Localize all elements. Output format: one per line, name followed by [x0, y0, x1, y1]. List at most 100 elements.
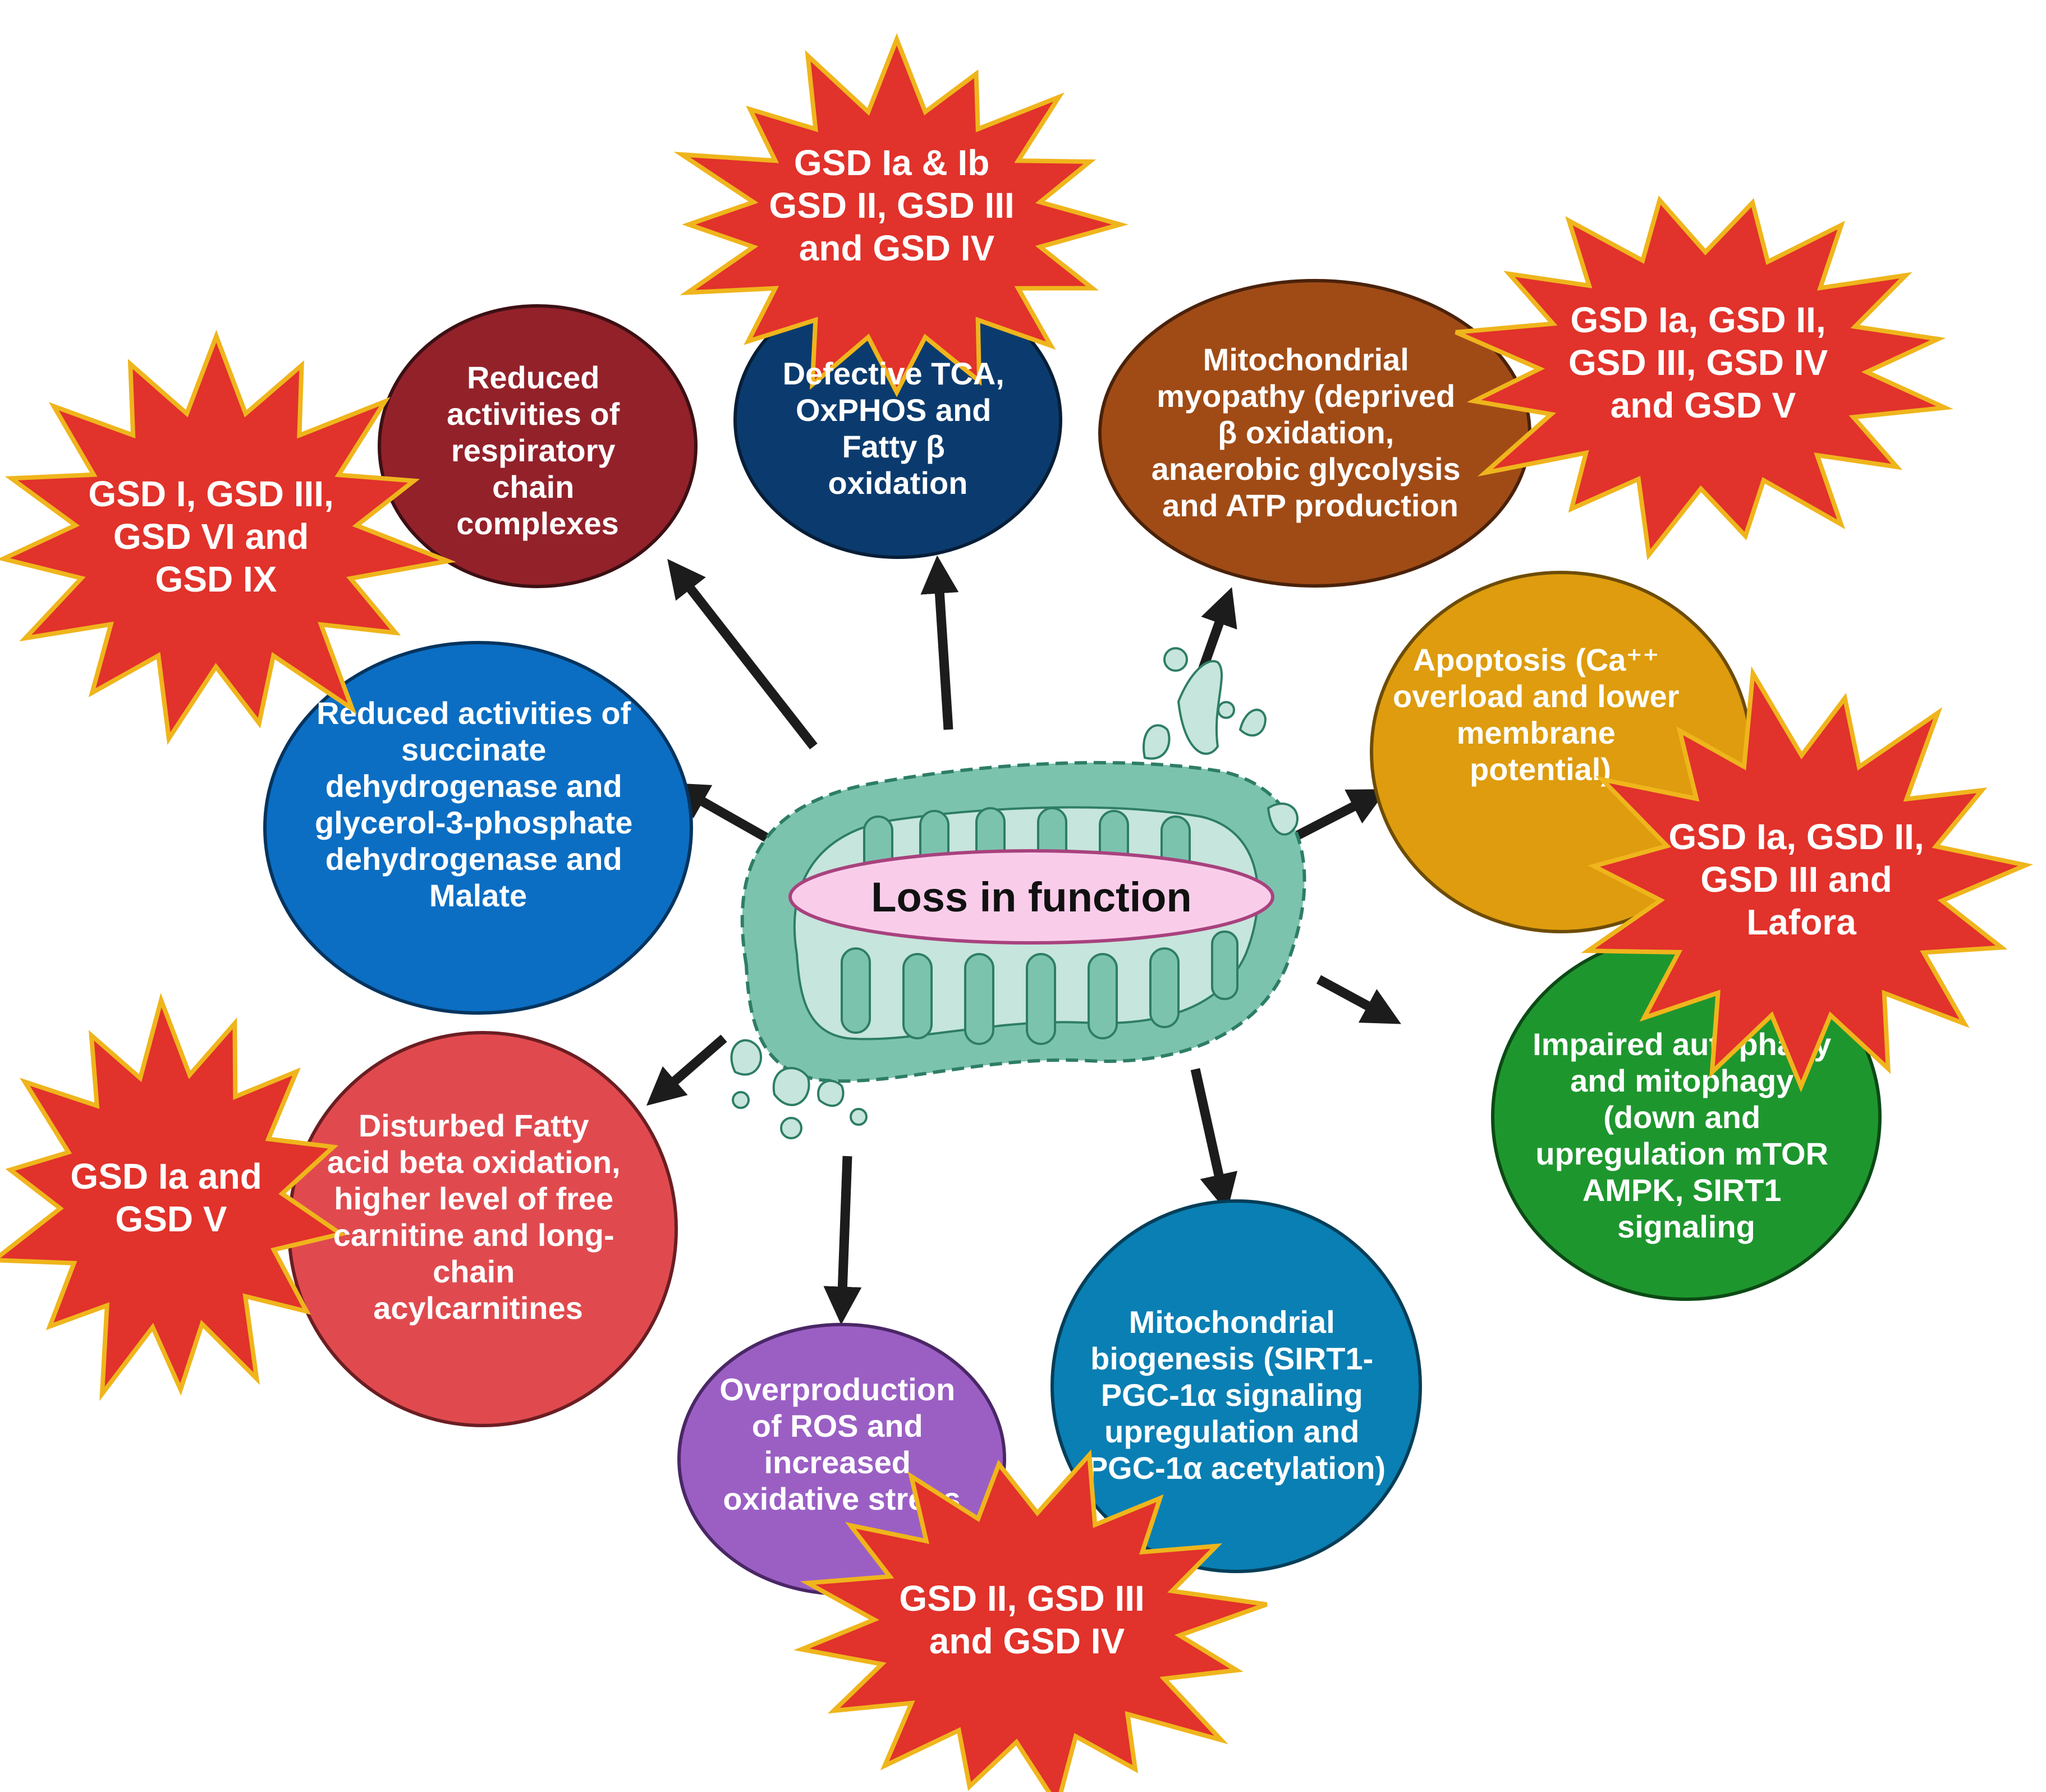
node-autophagy-line: and mitophagy: [1570, 1063, 1793, 1098]
node-autophagy-line: AMPK, SIRT1: [1582, 1172, 1782, 1208]
node-apoptosis-line: membrane: [1457, 715, 1616, 750]
node-apoptosis: Apoptosis (Ca⁺⁺ overload and lower membr…: [1370, 571, 1753, 933]
burst-ros-text: GSD II, GSD III and GSD IV: [899, 1578, 1154, 1661]
node-respiratory-line: Reduced: [467, 360, 600, 395]
burst-apoptosis-star: [1581, 666, 2034, 1093]
node-ros-line: increased: [764, 1445, 911, 1480]
node-fatty-line: chain: [433, 1254, 515, 1289]
node-fatty-text: Disturbed Fatty acid beta oxidation, hig…: [327, 1108, 629, 1326]
node-autophagy-line: (down and: [1603, 1099, 1760, 1135]
node-apoptosis-text: Apoptosis (Ca⁺⁺ overload and lower membr…: [1393, 642, 1688, 787]
burst-tca-line: GSD II, GSD III: [769, 185, 1014, 226]
node-succinate-line: Malate: [429, 878, 527, 913]
burst-apoptosis-line: GSD Ia, GSD II,: [1669, 817, 1924, 857]
node-respiratory-line: respiratory: [451, 433, 616, 468]
burst-myopathy-text: GSD Ia, GSD II, GSD III, GSD IV and GSD …: [1568, 300, 1838, 425]
node-succinate-text: Reduced activities of succinate dehydrog…: [315, 695, 641, 913]
burst-tca-star: [673, 33, 1128, 397]
burst-tca-line: and GSD IV: [799, 228, 995, 268]
node-tca-line: oxidation: [828, 465, 968, 501]
node-succinate-line: dehydrogenase and: [325, 841, 622, 877]
arrow-to-biogenesis: [1190, 1068, 1238, 1212]
burst-myopathy-line: GSD III, GSD IV: [1568, 342, 1828, 383]
node-succinate: Reduced activities of succinate dehydrog…: [263, 641, 693, 1015]
node-succinate-bubble: [263, 641, 693, 1015]
node-respiratory: Reduced activities of respiratory chain …: [378, 304, 698, 588]
node-biogenesis-line: upregulation and: [1104, 1414, 1359, 1449]
arrow-to-fatty: [646, 1034, 727, 1106]
burst-ros-line: GSD II, GSD III: [899, 1578, 1144, 1619]
burst-respiratory-star: [0, 329, 456, 745]
node-biogenesis-line: biogenesis (SIRT1-: [1090, 1341, 1373, 1376]
node-biogenesis-line: PGC-1α acetylation): [1087, 1450, 1386, 1486]
burst-fatty-line: GSD Ia and: [70, 1156, 262, 1197]
mitochondrion: Loss in function: [730, 647, 1306, 1139]
node-myopathy-line: myopathy (deprived: [1157, 378, 1455, 414]
node-respiratory-line: complexes: [456, 506, 619, 541]
burst-fatty: GSD Ia and GSD V: [0, 993, 347, 1401]
arrow-to-respiratory: [667, 558, 818, 750]
loss-in-function-pill: [788, 849, 1274, 945]
mitochondrion-leaking-fragments: [730, 647, 1299, 1139]
burst-ros-line: and GSD IV: [929, 1621, 1125, 1661]
node-autophagy-line: signaling: [1617, 1209, 1755, 1244]
burst-apoptosis: GSD Ia, GSD II, GSD III and Lafora: [1581, 666, 2034, 1093]
burst-respiratory: GSD I, GSD III, GSD VI and GSD IX: [0, 329, 456, 745]
burst-apoptosis-text: GSD Ia, GSD II, GSD III and Lafora: [1669, 817, 1934, 942]
node-respiratory-line: chain: [492, 469, 574, 505]
node-apoptosis-line: Apoptosis (Ca⁺⁺: [1413, 642, 1659, 677]
node-fatty-line: acylcarnitines: [373, 1290, 583, 1326]
node-fatty-line: Disturbed Fatty: [359, 1108, 589, 1143]
node-myopathy-line: and ATP production: [1162, 488, 1458, 523]
burst-myopathy-line: GSD Ia, GSD II,: [1571, 300, 1826, 340]
node-succinate-line: glycerol-3-phosphate: [315, 805, 632, 840]
burst-respiratory-line: GSD I, GSD III,: [88, 474, 333, 514]
node-fatty-line: carnitine and long-: [333, 1217, 614, 1253]
node-respiratory-line: activities of: [447, 396, 620, 432]
node-apoptosis-line: overload and lower: [1393, 679, 1679, 714]
node-apoptosis-line: potential): [1470, 751, 1611, 787]
node-myopathy-line: Mitochondrial: [1203, 342, 1409, 377]
burst-myopathy-star: [1455, 195, 1953, 561]
burst-tca: GSD Ia & Ib GSD II, GSD III and GSD IV: [673, 33, 1128, 397]
node-biogenesis-text: Mitochondrial biogenesis (SIRT1- PGC-1α …: [1087, 1304, 1386, 1486]
loss-in-function-label: Loss in function: [871, 874, 1191, 920]
burst-respiratory-line: GSD IX: [155, 559, 277, 599]
arrow-to-apoptosis: [1283, 789, 1388, 846]
node-tca-line: Fatty β: [842, 429, 945, 464]
node-myopathy-text: Mitochondrial myopathy (deprived β oxida…: [1152, 342, 1469, 523]
burst-fatty-line: GSD V: [115, 1199, 227, 1239]
burst-ros-star: [793, 1449, 1268, 1792]
burst-myopathy: GSD Ia, GSD II, GSD III, GSD IV and GSD …: [1455, 195, 1953, 561]
node-autophagy-line: upregulation mTOR: [1535, 1136, 1828, 1171]
burst-respiratory-line: GSD VI and: [113, 516, 309, 557]
node-tca-line: Defective TCA,: [783, 356, 1004, 391]
node-biogenesis: Mitochondrial biogenesis (SIRT1- PGC-1α …: [1050, 1199, 1422, 1573]
burst-apoptosis-line: GSD III and: [1700, 859, 1892, 900]
node-biogenesis-line: Mitochondrial: [1129, 1304, 1335, 1340]
node-biogenesis-line: PGC-1α signaling: [1101, 1377, 1363, 1413]
node-tca-text: Defective TCA, OxPHOS and Fatty β oxidat…: [783, 356, 1013, 501]
burst-fatty-text: GSD Ia and GSD V: [70, 1156, 272, 1239]
arrow-to-ros: [823, 1156, 862, 1325]
node-ros-line: of ROS and: [752, 1408, 923, 1443]
node-ros-line: Overproduction: [719, 1372, 955, 1407]
burst-fatty-star: [0, 993, 347, 1401]
node-myopathy-line: β oxidation,: [1218, 415, 1394, 450]
node-tca-line: OxPHOS and: [796, 392, 992, 428]
node-succinate-line: Reduced activities of: [316, 695, 631, 731]
node-respiratory-bubble: [378, 304, 698, 588]
burst-tca-line: GSD Ia & Ib: [794, 143, 990, 183]
node-fatty-line: acid beta oxidation,: [327, 1144, 621, 1180]
burst-respiratory-text: GSD I, GSD III, GSD VI and GSD IX: [88, 474, 343, 599]
burst-tca-text: GSD Ia & Ib GSD II, GSD III and GSD IV: [769, 143, 1024, 268]
burst-ros: GSD II, GSD III and GSD IV: [793, 1449, 1268, 1792]
arrow-to-tca: [920, 555, 959, 730]
node-biogenesis-bubble: [1050, 1199, 1422, 1573]
node-succinate-line: succinate: [401, 732, 546, 767]
node-respiratory-text: Reduced activities of respiratory chain …: [447, 360, 629, 541]
arrow-to-succinate: [669, 782, 772, 844]
node-myopathy-line: anaerobic glycolysis: [1152, 451, 1461, 487]
node-succinate-line: dehydrogenase and: [325, 768, 622, 804]
